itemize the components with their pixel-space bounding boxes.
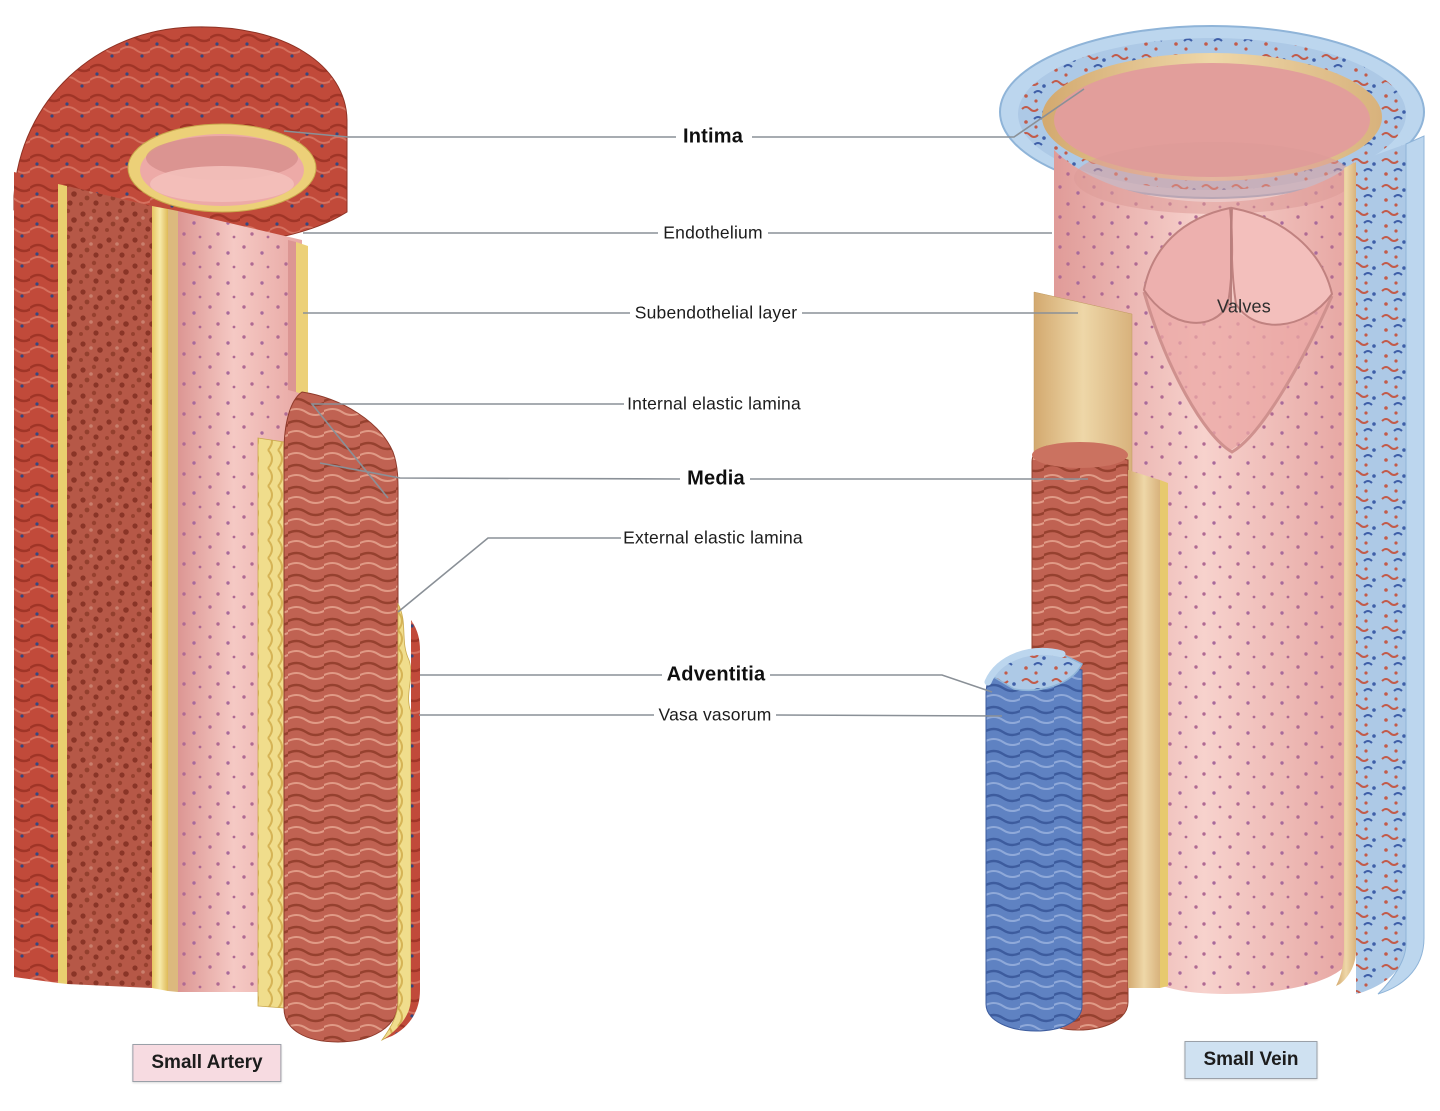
artery-inner-tube-lamina-edge: [296, 242, 308, 396]
label-media: Media: [687, 467, 745, 490]
label-valves: Valves: [1217, 296, 1271, 317]
label-subendothelial-layer: Subendothelial layer: [634, 302, 798, 323]
artery-subendothelial-layer: [168, 209, 178, 992]
label-internal-elastic-lamina: Internal elastic lamina: [627, 393, 801, 414]
leader-intima-left: [283, 130, 676, 138]
artery-media-front: [283, 391, 399, 1043]
vein-lumen-shadow: [1074, 142, 1354, 214]
label-adventitia: Adventitia: [666, 663, 766, 686]
valve-pocket-edge: [1142, 291, 1334, 454]
vein-lamina-strip: [1160, 480, 1168, 988]
caption-small-artery: Small Artery: [132, 1044, 282, 1082]
artery-adventitia-right: [384, 620, 420, 1039]
label-intima: Intima: [682, 125, 744, 148]
artery-opening-highlight: [150, 166, 294, 202]
stub-outer-edge: [984, 648, 1066, 686]
vein-valves: [1142, 206, 1334, 454]
vein-subendothelial-strip: [1128, 470, 1160, 988]
artery-inner-tube-edge: [288, 240, 296, 392]
valve-pocket: [1144, 292, 1332, 450]
artery-internal-elastic-lamina: [152, 206, 168, 991]
leader-intima-right: [752, 88, 1085, 138]
vein-media-top: [1032, 442, 1128, 468]
leader-vasa-right: [775, 714, 1003, 717]
leader-adventitia-right: [770, 674, 993, 693]
stub-body: [985, 655, 1083, 1032]
label-vasa-vasorum: Vasa vasorum: [658, 704, 772, 725]
leader-internal-elastic: [310, 403, 624, 499]
label-external-elastic-lamina: External elastic lamina: [623, 527, 803, 548]
artery-external-elastic-left: [58, 184, 67, 984]
leader-external-elastic: [397, 537, 621, 613]
leader-media-left: [319, 462, 681, 480]
artery-media-layer: [67, 186, 152, 988]
vein-vasa-vasorum-stub: [984, 648, 1084, 1032]
artery-adventitia: [14, 172, 58, 983]
leader-lines: [283, 88, 1088, 717]
caption-small-vein: Small Vein: [1184, 1041, 1318, 1079]
vein-subendothelial-right: [1336, 162, 1356, 986]
vein-adventitia: [1356, 144, 1406, 994]
vein-outer-wall-right: [1377, 135, 1425, 995]
label-endothelium: Endothelium: [663, 222, 763, 243]
vein-illustration: [984, 25, 1425, 1032]
artery-illustration: [13, 26, 420, 1043]
artery-internal-elastic-band: [257, 437, 285, 1009]
